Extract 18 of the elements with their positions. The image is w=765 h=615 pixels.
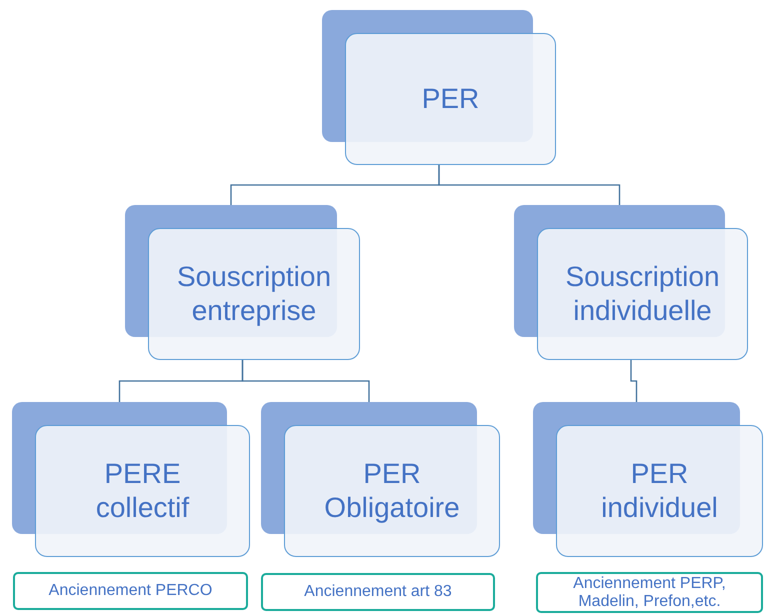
card-label: Souscription entreprise [176,260,332,328]
stacked-card [125,205,360,360]
stacked-card [322,10,556,165]
note-box: Anciennement PERCO [13,572,248,610]
stacked-card [514,205,748,360]
connector-line [242,360,370,402]
note-box: Anciennement art 83 [261,573,495,611]
card-label: PER [420,82,480,116]
card-label: PER Obligatoire [323,457,461,525]
note-box: Anciennement PERP, Madelin, Prefon,etc. [536,572,763,613]
card-label: Souscription individuelle [564,260,721,328]
card-label: PER individuel [600,457,719,525]
stacked-card [533,402,763,557]
stacked-card [12,402,250,557]
connector-line [438,165,620,205]
stacked-card [261,402,500,557]
connector-line [630,360,638,402]
card-label: PERE collectif [94,457,190,525]
